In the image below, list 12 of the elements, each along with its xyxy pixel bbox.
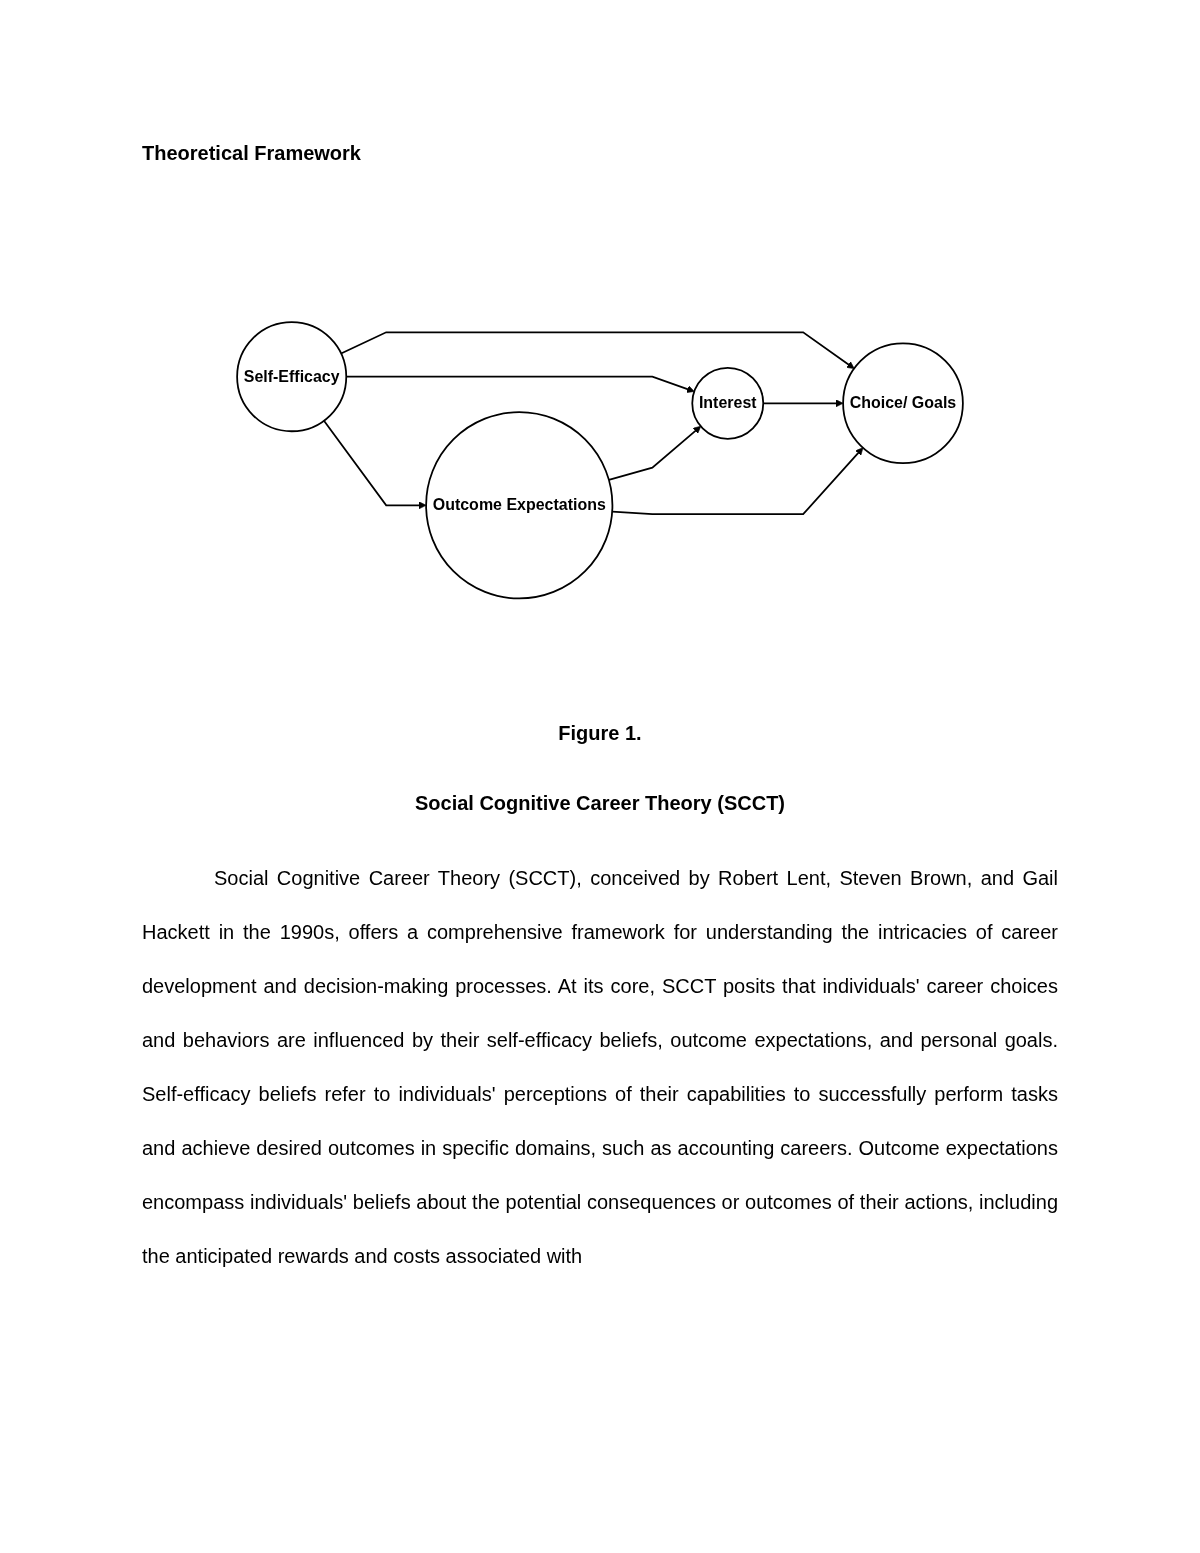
figure-title: Social Cognitive Career Theory (SCCT) <box>413 792 787 815</box>
path-diagram: Self-Efficacy Interest Choice/ Goals Outcome Expectations <box>230 314 970 606</box>
node-circle <box>842 342 964 464</box>
node-circle <box>691 366 765 440</box>
arrow <box>608 425 702 481</box>
figure-caption: Figure 1. <box>557 722 643 745</box>
node-circle <box>425 410 614 600</box>
heading: Theoretical Framework <box>142 142 361 165</box>
node-circle <box>236 320 348 432</box>
arrow <box>323 419 427 509</box>
arrow <box>340 331 855 369</box>
body-paragraph: Social Cognitive Career Theory (SCCT), conceived by Robert Lent, Steven Brown, and Gail Hackett in the 1990s, offers a comprehensive framework for understanding the intricacies of career development and decision-making processes. At its core, SCCT posits that individuals' career choices and behaviors are influenced by their self-efficacy beliefs, outcome expectations, and personal goals. Self-efficacy beliefs refer to individuals' perceptions of their capabilities to successfully perform tasks and achieve desired outcomes in specific domains, such as accounting careers. Outcome expectations encompass individuals' beliefs about the potential consequences or outcomes of their actions, including the anticipated rewards and costs associated with <box>142 866 1058 1269</box>
